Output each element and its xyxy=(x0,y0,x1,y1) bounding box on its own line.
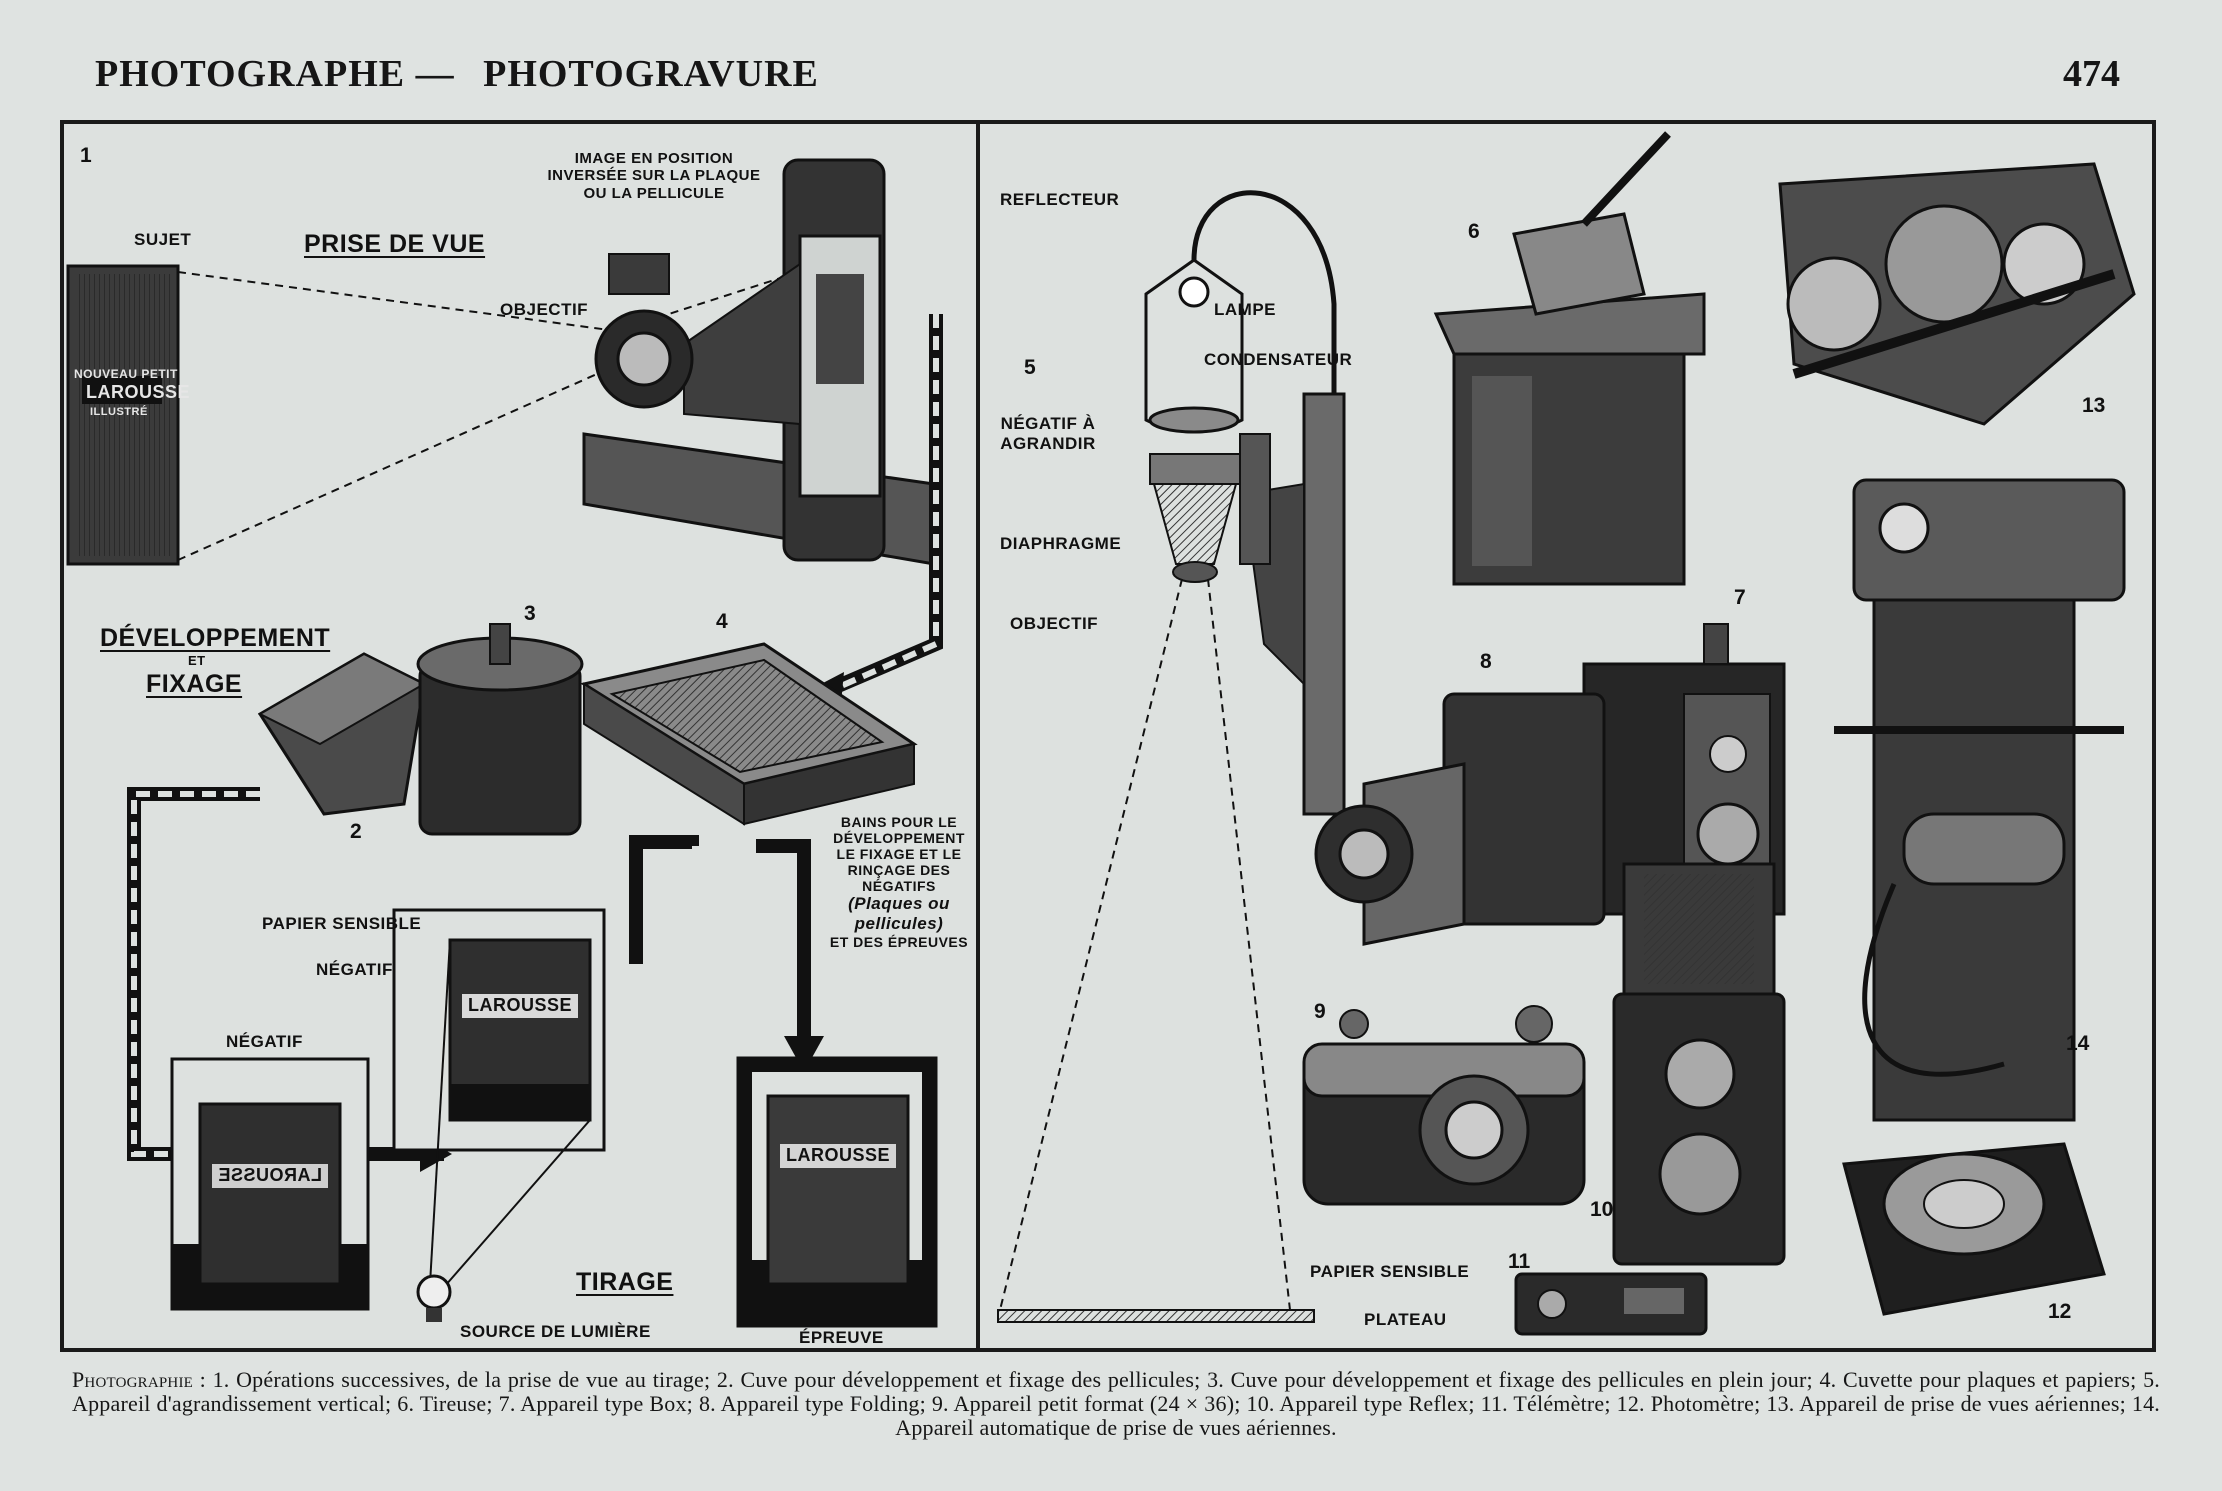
page-number: 474 xyxy=(2063,53,2120,95)
label-fixage: FIXAGE xyxy=(146,670,243,698)
folding-camera-8-drawing xyxy=(1314,692,1606,946)
label-bains-1: Bains pour le développement le fixage et… xyxy=(833,814,965,895)
light-ray-right xyxy=(437,1119,591,1295)
daylight-tank-drawing xyxy=(416,623,584,836)
book-title-print: LAROUSSE xyxy=(468,995,573,1015)
fig-number-8: 8 xyxy=(1480,650,1492,673)
label-bains-3: et des épreuves xyxy=(829,933,969,950)
reflex-camera-drawing xyxy=(1612,862,1786,1266)
fig-number-13: 13 xyxy=(2082,394,2106,417)
box-camera-drawing xyxy=(1582,623,1786,916)
photometer-drawing xyxy=(1842,1142,2106,1316)
folding-camera-drawing xyxy=(582,158,936,566)
developing-tray-drawing xyxy=(580,642,918,826)
fig-number-12: 12 xyxy=(2048,1300,2072,1323)
label-papier-sensible-2: Papier sensible xyxy=(1310,1262,1470,1281)
label-condensateur: Condensateur xyxy=(1204,350,1353,369)
label-negatif-a-agrandir: Négatif à agrandir xyxy=(1000,414,1096,453)
plate-drawing xyxy=(66,124,2136,1348)
page-header-title: PHOTOGRAPHE — PHOTOGRAVURE xyxy=(95,52,837,96)
fig-number-10: 10 xyxy=(1590,1198,1614,1221)
light-ray-left xyxy=(429,939,451,1285)
fig-number-7: 7 xyxy=(1734,586,1746,609)
figure-caption: Photographie : 1. Opérations successives… xyxy=(72,1368,2160,1440)
book-title-subject: LAROUSSE xyxy=(86,382,191,402)
label-bains-2: (Plaques ou pellicules) xyxy=(848,894,950,934)
label-lampe: Lampe xyxy=(1214,300,1276,319)
projection-line-top xyxy=(177,271,625,333)
fig-number-9: 9 xyxy=(1314,1000,1326,1023)
label-objectif-1: Objectif xyxy=(500,300,589,319)
subject-book-drawing xyxy=(66,264,180,566)
caption-lead: Photographie : xyxy=(72,1367,206,1392)
proof-print-drawing xyxy=(736,1056,938,1328)
enlarger-cone-left xyxy=(999,578,1183,1311)
fig-number-6: 6 xyxy=(1468,220,1480,243)
label-image-position: Image en position inversée sur la plaque… xyxy=(547,150,761,202)
label-prise-de-vue: PRISE DE VUE xyxy=(304,230,486,258)
header-title-right: PHOTOGRAVURE xyxy=(483,53,819,95)
fig-number-14: 14 xyxy=(2066,1032,2090,1055)
label-epreuve: Épreuve xyxy=(799,1328,884,1347)
label-papier-sensible-1: Papier sensible xyxy=(262,914,422,933)
header-title-left: PHOTOGRAPHE — xyxy=(95,53,455,95)
book-title-mirrored: LAROUSSE xyxy=(218,1165,323,1185)
label-bains: Bains pour le développement le fixage et… xyxy=(824,814,974,950)
enlarger-drawing xyxy=(1144,190,1346,816)
illustration-plate: Image en position inversée sur la plaque… xyxy=(60,120,2156,1352)
fig-number-11: 11 xyxy=(1508,1250,1531,1273)
label-objectif-2: Objectif xyxy=(1010,614,1099,633)
projection-line-bottom xyxy=(177,361,625,561)
label-negatif-2: Négatif xyxy=(226,1032,303,1051)
book-subtitle-subject: NOUVEAU PETIT xyxy=(74,367,178,381)
aerial-camera-drawing xyxy=(1778,162,2136,426)
fig-number-5: 5 xyxy=(1024,356,1036,379)
label-source-de-lumiere: Source de lumière xyxy=(460,1322,651,1341)
enlarger-cone-right xyxy=(1207,578,1291,1311)
printing-box-drawing xyxy=(1433,131,1706,586)
light-bulb-drawing xyxy=(416,1274,452,1310)
flow-arrow-bath-to-print xyxy=(629,835,699,964)
fig-number-4: 4 xyxy=(716,610,728,633)
enlarger-baseboard xyxy=(997,1309,1315,1323)
book-title-proof: LAROUSSE xyxy=(786,1145,891,1165)
fig-number-1: 1 xyxy=(80,144,92,167)
small-format-camera-drawing xyxy=(1302,1005,1586,1206)
label-sujet: Sujet xyxy=(134,230,192,249)
printing-frame-drawing xyxy=(392,908,606,1152)
label-developpement: DÉVELOPPEMENT xyxy=(100,624,331,652)
label-negatif-1: Négatif xyxy=(316,960,393,979)
fig-number-2: 2 xyxy=(350,820,362,843)
label-reflecteur: Reflecteur xyxy=(1000,190,1120,209)
developing-hopper-drawing xyxy=(257,652,427,816)
fig-number-3: 3 xyxy=(524,602,536,625)
book-illustre-subject: ILLUSTRÉ xyxy=(90,406,148,418)
label-plateau: Plateau xyxy=(1364,1310,1447,1329)
negative-frame-drawing xyxy=(170,1057,370,1311)
label-tirage: TIRAGE xyxy=(576,1268,674,1296)
label-et: ET xyxy=(188,653,206,668)
automatic-aerial-camera-drawing xyxy=(1834,478,2126,1122)
caption-text: 1. Opérations successives, de la prise d… xyxy=(72,1367,2160,1440)
label-diaphragme: Diaphragme xyxy=(1000,534,1122,553)
rangefinder-drawing xyxy=(1514,1272,1708,1336)
